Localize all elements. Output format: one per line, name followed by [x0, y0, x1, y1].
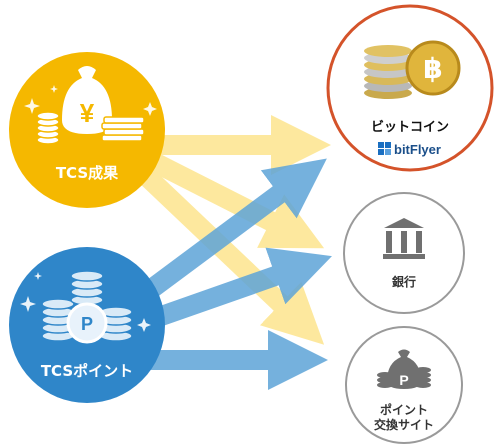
point-exchange-label-line2: 交換サイト [373, 418, 434, 432]
bill-stack-icon [101, 116, 145, 142]
point-exchange-label-line1: ポイント [379, 403, 428, 417]
coin-stack-icon [36, 111, 60, 145]
p-coin-icon: P [66, 302, 108, 344]
bitflyer-brand: bitFlyer [394, 142, 441, 157]
bank-icon [383, 218, 425, 259]
arrow-point-to-bitcoin [144, 158, 327, 299]
tcs-point-node: P [9, 247, 165, 403]
bank-label: 銀行 [391, 275, 416, 289]
tcs-point-label: TCSポイント [40, 362, 134, 380]
svg-text:P: P [399, 372, 408, 388]
arrow-point-to-bank [146, 247, 332, 330]
bitflyer-logo-icon [378, 142, 391, 155]
bitcoin-coins-icon: ฿ [364, 40, 461, 99]
p-coin-bag-icon: P [377, 349, 431, 389]
tcs-result-node: ¥ [9, 52, 165, 208]
tcs-result-label: TCS成果 [55, 164, 119, 182]
svg-text:¥: ¥ [80, 98, 95, 128]
sparkle-icon [20, 272, 151, 332]
point-exchange-node: P [345, 326, 463, 444]
money-bag-icon: ¥ [62, 66, 112, 134]
arrow-result-to-bank [145, 151, 325, 249]
blue-arrows [144, 158, 332, 390]
bitcoin-label: ビットコイン [370, 120, 449, 135]
sparkle-icon [24, 85, 157, 116]
bitcoin-node: ฿ [326, 4, 494, 172]
svg-text:P: P [81, 314, 93, 334]
svg-text:฿: ฿ [423, 52, 442, 85]
bank-node [343, 192, 465, 314]
